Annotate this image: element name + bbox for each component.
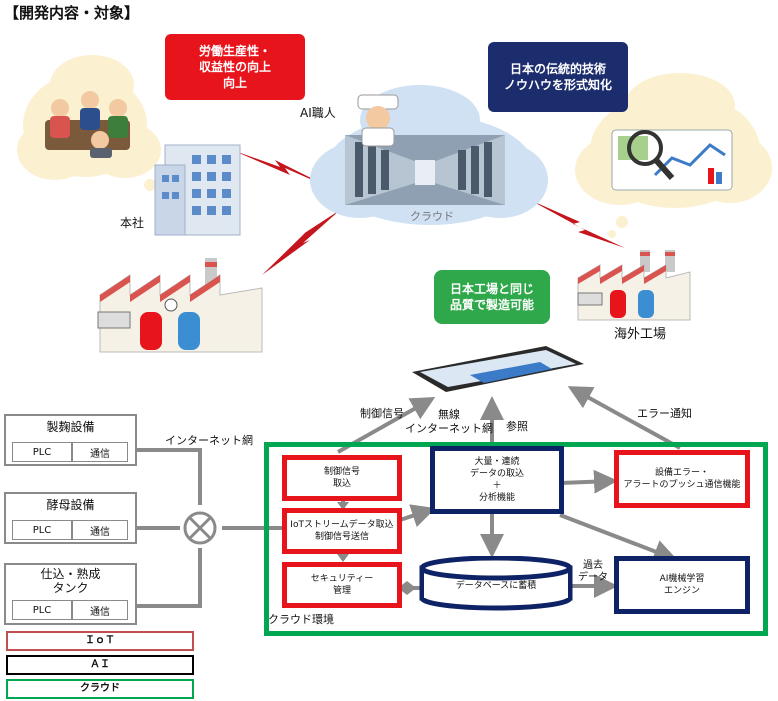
lightning-bolt-lower-left	[262, 210, 340, 275]
plc-label: PLC	[12, 442, 72, 462]
control-signal-label: 制御信号	[360, 407, 404, 420]
plc-label: PLC	[12, 600, 72, 620]
comm-label: 通信	[72, 442, 128, 462]
cloud-label: クラウド	[410, 210, 454, 223]
control-signal-intake-box: 制御信号 取込	[282, 455, 402, 501]
lightning-bolt-left	[232, 150, 335, 190]
network-hub-icon	[183, 511, 217, 545]
comm-label: 通信	[72, 600, 128, 620]
error-notice-label: エラー通知	[637, 407, 692, 420]
overseas-factory-label: 海外工場	[614, 327, 667, 342]
equipment-name: 製麹設備	[46, 420, 95, 434]
illustration-layer	[17, 55, 772, 392]
factory-left-icon	[97, 258, 263, 353]
equipment-koji: 製麹設備 PLC 通信	[4, 414, 137, 466]
legend-cloud: クラウド	[6, 679, 194, 699]
knowhow-callout: 日本の伝統的技術 ノウハウを形式知化	[488, 42, 628, 112]
diamond-connector	[398, 581, 416, 595]
headquarters-building-icon	[154, 144, 241, 236]
arrow-bulk-to-error	[559, 469, 618, 494]
headquarters-label: 本社	[120, 216, 145, 230]
ai-craftsman-label: AI職人	[300, 106, 336, 120]
page-title: 【開発内容・対象】	[4, 4, 140, 22]
factory-right-icon	[577, 250, 691, 321]
past-data-label: 過去 データ	[578, 560, 608, 583]
legend-ai: ＡＩ	[6, 655, 194, 675]
iot-stream-box: IoTストリームデータ取込 制御信号送信	[282, 508, 402, 554]
arrow-iot-to-bulk	[399, 504, 436, 528]
connector-equip3	[133, 548, 202, 608]
equipment-yeast: 酵母設備 PLC 通信	[4, 492, 137, 544]
arrow-bulk-to-ml	[559, 513, 678, 563]
plc-label: PLC	[12, 520, 72, 540]
same-quality-callout: 日本工場と同じ 品質で製造可能	[434, 270, 550, 324]
ai-craftsman-icon	[357, 94, 399, 147]
cloud-environment-label: クラウド環境	[268, 613, 334, 626]
productivity-callout: 労働生産性・ 収益性の向上 向上	[165, 34, 305, 100]
internet-label: インターネット網	[165, 434, 253, 447]
legend-iot: ＩｏＴ	[6, 631, 194, 651]
wireless-internet-label: 無線 インターネット網	[405, 408, 493, 435]
database-cylinder-icon	[419, 556, 573, 611]
lightning-bolt-right	[530, 200, 625, 248]
bulk-data-analysis-box: 大量・連続 データの取込 ＋ 分析機能	[430, 446, 564, 514]
tablet-icon	[412, 346, 584, 392]
arrow-error-notice	[567, 386, 681, 450]
analytics-dashboard-icon	[611, 129, 733, 191]
database-label: データベースに蓄積	[455, 581, 537, 591]
equipment-tank: 仕込・熟成 タンク PLC 通信	[4, 563, 137, 625]
cloud-environment-frame	[264, 442, 768, 636]
reference-label: 参照	[506, 420, 528, 433]
error-push-box: 設備エラー・ アラートのプッシュ通信機能	[614, 450, 750, 508]
comm-label: 通信	[72, 520, 128, 540]
connector-equip1	[133, 448, 202, 505]
ml-engine-box: AI機械学習 エンジン	[614, 556, 750, 614]
meeting-people-icon	[45, 91, 130, 158]
equipment-name: 仕込・熟成 タンク	[40, 567, 101, 595]
security-box: セキュリティー 管理	[282, 562, 402, 608]
equipment-name: 酵母設備	[46, 498, 95, 512]
server-room-icon	[345, 135, 505, 205]
